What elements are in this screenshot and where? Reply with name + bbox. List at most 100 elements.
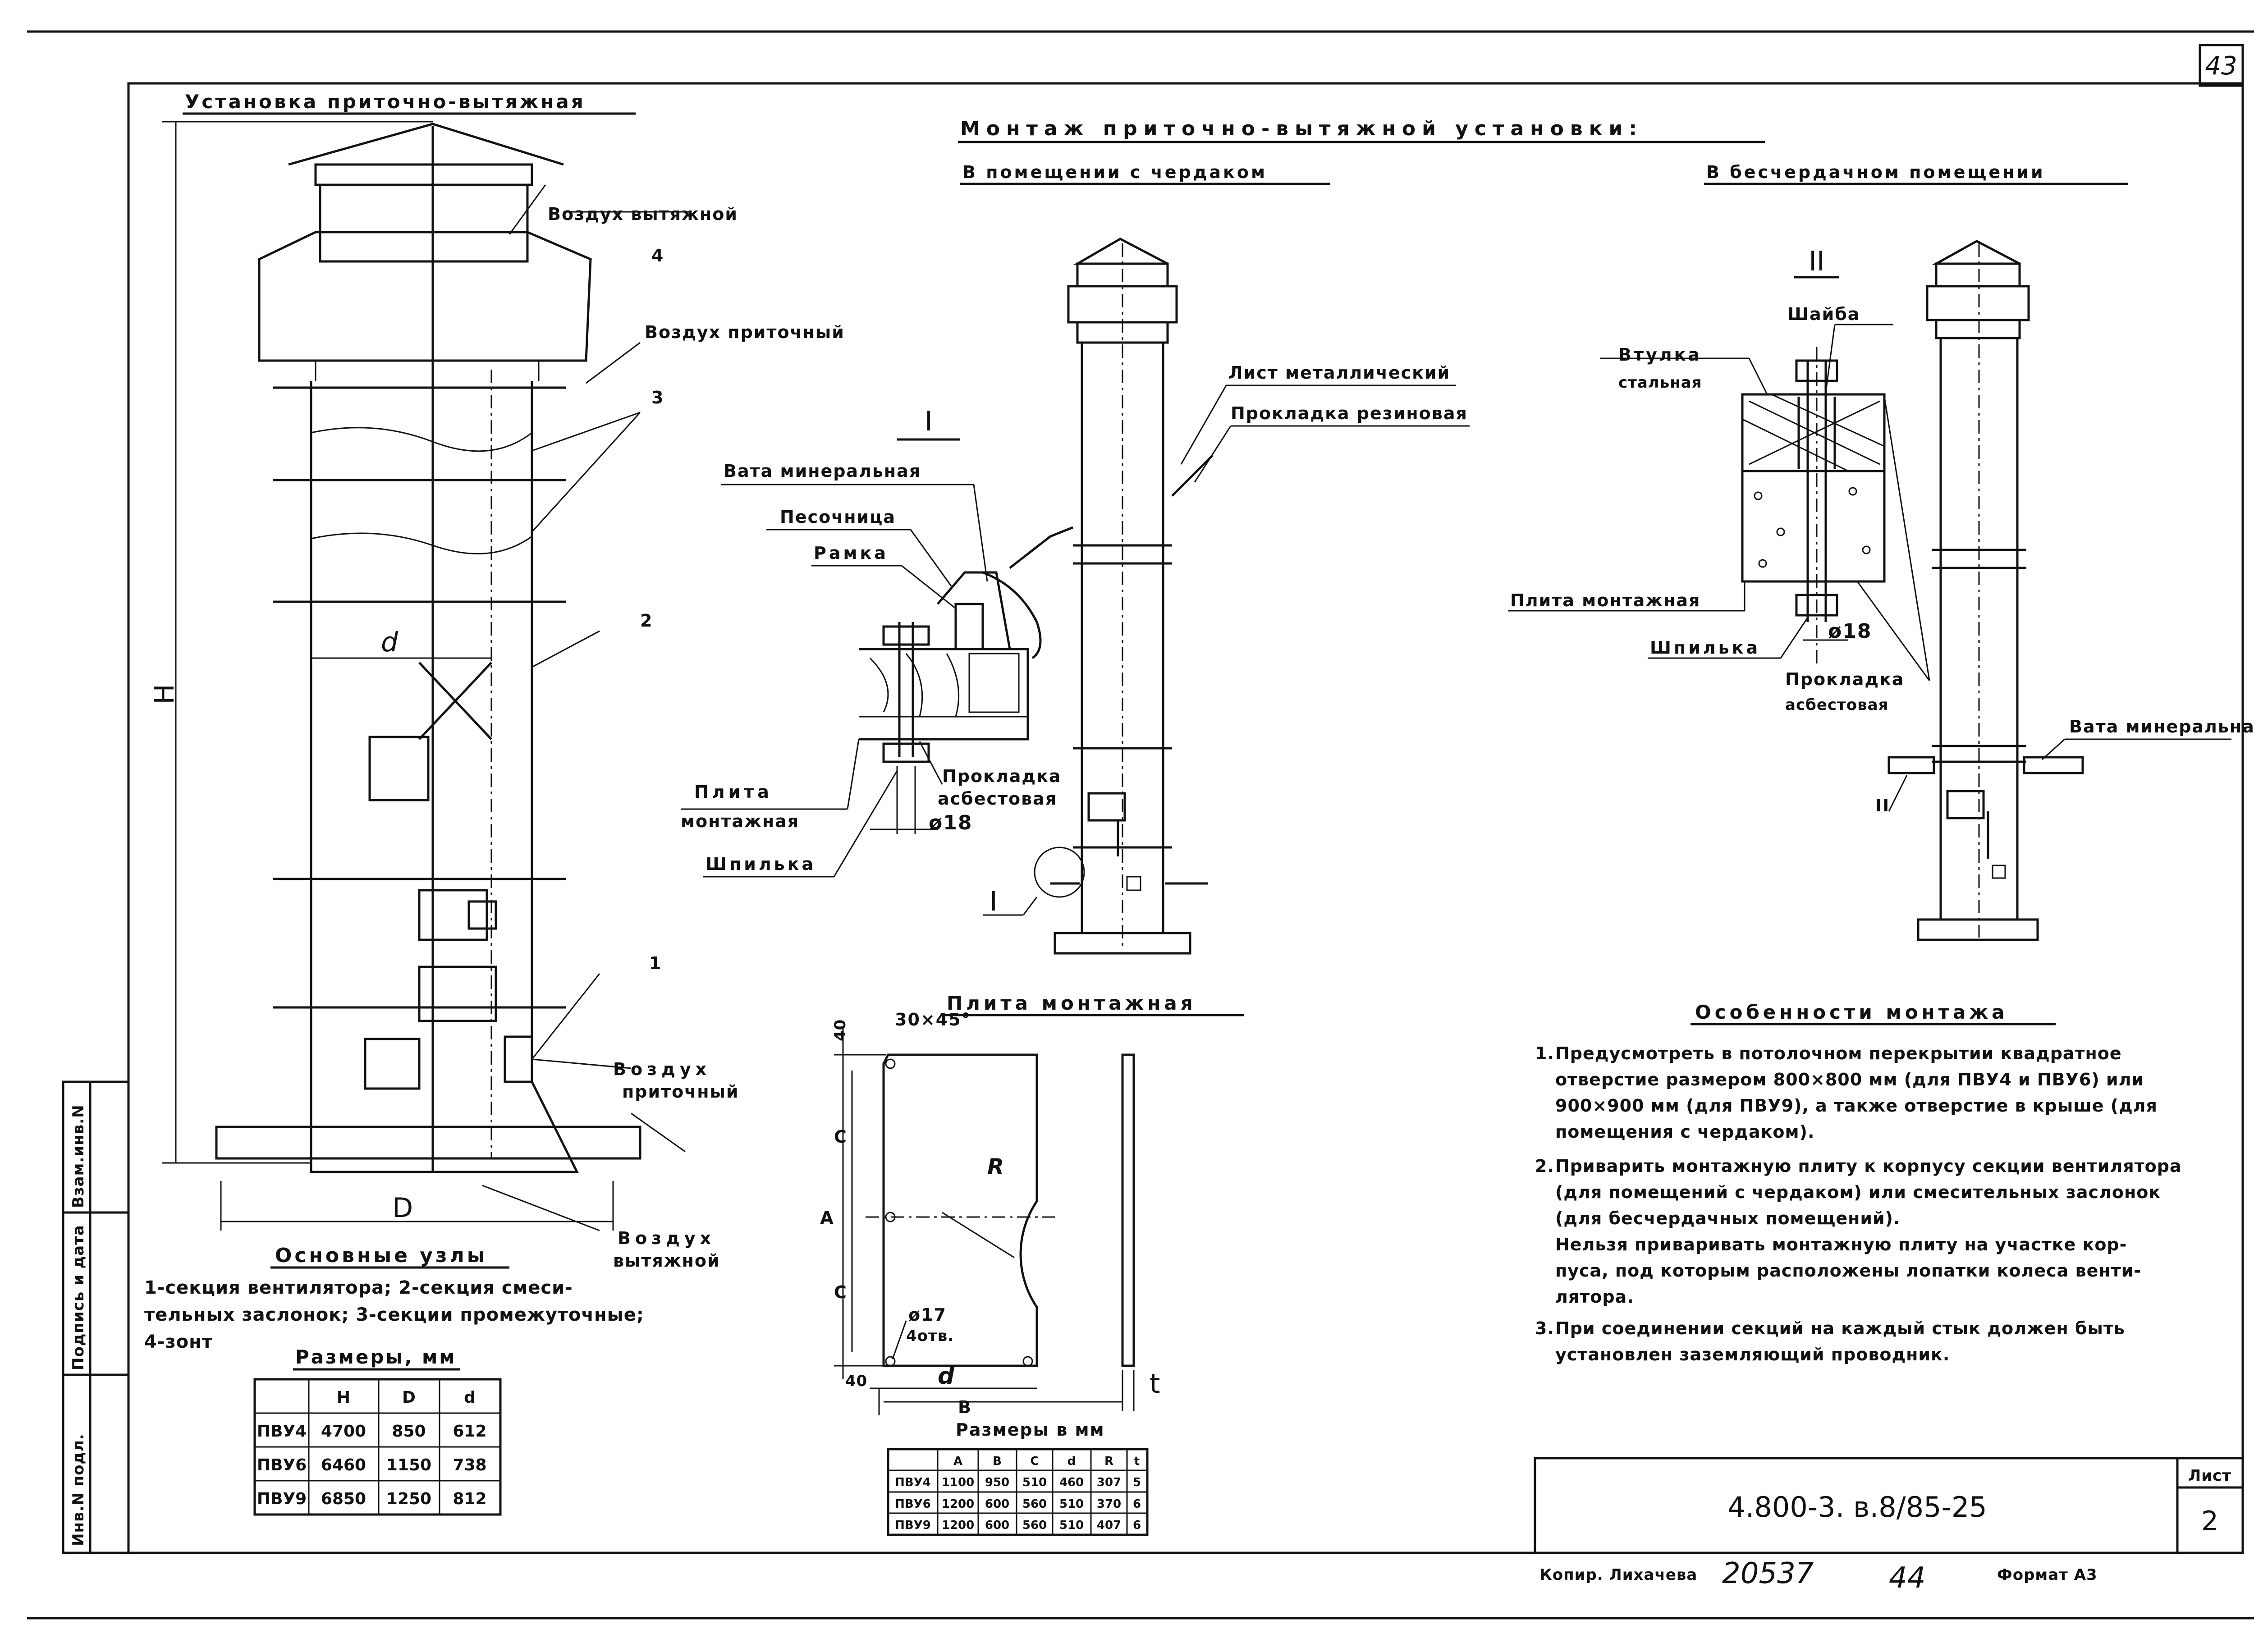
sizes-row2-model: ПВУ6 — [257, 1456, 307, 1474]
sizes-row3-model: ПВУ9 — [257, 1490, 307, 1508]
detail-II-mark: II — [1809, 246, 1824, 277]
plate-row1-C: 510 — [1022, 1476, 1047, 1489]
main-nodes-line-1: 1-секция вентилятора; 2-секция смеси- — [144, 1277, 573, 1298]
detail-I-gasket-1: Прокладка — [942, 766, 1062, 786]
sizes-row2-D: 1150 — [386, 1456, 431, 1474]
plate-header-A: A — [953, 1455, 962, 1468]
plate-dim-d: d — [938, 1363, 955, 1390]
note-2-line-4: Нельзя приваривать монтажную плиту на уч… — [1555, 1235, 2127, 1254]
callout-3: 3 — [651, 388, 664, 407]
note-1-line-4: помещения с чердаком). — [1555, 1122, 1814, 1142]
note-2-line-1: Приварить монтажную плиту к корпусу секц… — [1555, 1156, 2182, 1176]
note-2-number: 2. — [1535, 1156, 1554, 1176]
plate-row1-model: ПВУ4 — [895, 1476, 931, 1489]
mounting-without-attic-title: В бесчердачном помещении — [1706, 162, 2045, 182]
detail-I-gasket-2: асбестовая — [938, 789, 1057, 809]
label-air-supply-bottom-2: приточный — [622, 1082, 739, 1102]
sheet-frame — [27, 30, 2254, 1620]
note-1-number: 1. — [1535, 1043, 1554, 1063]
callout-4: 4 — [651, 246, 664, 265]
detail-II-diameter: ø18 — [1828, 620, 1872, 643]
stamp-replaced-inv: Взам.инв.N — [69, 1104, 87, 1208]
plate-dim-B: B — [958, 1397, 972, 1417]
plate-row2-d: 510 — [1059, 1497, 1084, 1511]
sizes-table-title: Размеры, мм — [295, 1346, 457, 1368]
plate-row2-C: 560 — [1022, 1497, 1047, 1511]
plate-header-d: d — [1067, 1455, 1076, 1468]
stamp-signature-date: Подпись и дата — [69, 1225, 87, 1370]
plate-row1-B: 950 — [985, 1476, 1009, 1489]
sizes-row2-d: 738 — [453, 1456, 486, 1474]
plate-dim-C-bottom: C — [834, 1282, 848, 1302]
plate-header-R: R — [1104, 1455, 1113, 1468]
detail-I-diameter: ø18 — [929, 811, 972, 834]
note-2-line-3: (для бесчердачных помещений). — [1555, 1208, 1900, 1228]
hand-number: 44 — [1889, 1561, 1925, 1595]
sizes-row3-H: 6850 — [321, 1490, 366, 1508]
plate-row1-t: 5 — [1133, 1476, 1141, 1489]
sizes-row3-D: 1250 — [386, 1490, 431, 1508]
callout-2: 2 — [640, 611, 653, 631]
detail-I-mark: I — [925, 406, 933, 437]
attic-rubber-gasket-label: Прокладка резиновая — [1231, 403, 1468, 423]
label-air-exhaust-top: Воздух вытяжной — [548, 204, 738, 224]
plate-row1-R: 307 — [1097, 1476, 1121, 1489]
plate-dim-40-top: 40 — [831, 1019, 849, 1041]
detail-II-gasket-1: Прокладка — [1785, 669, 1905, 689]
note-3-line-1: При соединении секций на каждый стык дол… — [1555, 1318, 2125, 1338]
note-3-number: 3. — [1535, 1318, 1554, 1338]
note-2-line-6: лятора. — [1555, 1287, 1634, 1307]
detail-I-plate-1: Плита — [694, 782, 773, 802]
plate-table — [887, 1448, 1149, 1536]
detail-II-bushing-1: Втулка — [1618, 345, 1702, 365]
notes-title: Особенности монтажа — [1695, 1001, 2008, 1023]
label-air-exhaust-bottom-2: вытяжной — [613, 1251, 720, 1271]
main-nodes-line-3: 4-зонт — [144, 1332, 213, 1352]
plate-row2-A: 1200 — [942, 1497, 974, 1511]
dimension-d: d — [381, 627, 399, 658]
sizes-row1-model: ПВУ4 — [257, 1422, 307, 1441]
detail-I-mineral-wool: Вата минеральная — [724, 461, 921, 481]
plate-dim-C-top: C — [834, 1127, 848, 1147]
dimension-H: H — [149, 684, 180, 704]
label-air-supply-bottom-1: Воздух — [613, 1059, 711, 1079]
plate-table-title: Размеры в мм — [956, 1420, 1105, 1440]
note-1-line-1: Предусмотреть в потолочном перекрытии кв… — [1555, 1043, 2122, 1063]
plate-row3-A: 1200 — [942, 1519, 974, 1532]
plate-row2-B: 600 — [985, 1497, 1009, 1511]
plate-chamfer: 30×45° — [895, 1010, 971, 1030]
detail-I-frame: Рамка — [814, 543, 889, 563]
note-2-line-2: (для помещений с чердаком) или смеситель… — [1555, 1182, 2161, 1202]
plate-row3-R: 407 — [1097, 1519, 1121, 1532]
sheet-number: 2 — [2201, 1506, 2218, 1537]
sizes-row1-D: 850 — [392, 1422, 426, 1441]
mounting-with-attic-title: В помещении с чердаком — [962, 162, 1267, 182]
sheet-label: Лист — [2188, 1467, 2231, 1485]
detail-II-plate: Плита монтажная — [1510, 590, 1700, 610]
detail-II-drawing — [1508, 324, 1930, 681]
detail-II-bushing-2: стальная — [1618, 374, 1702, 392]
plate-dim-R: R — [987, 1154, 1005, 1180]
detail-I-plate-2: монтажная — [681, 811, 799, 831]
plate-row2-t: 6 — [1133, 1497, 1141, 1511]
plate-row1-A: 1100 — [942, 1476, 974, 1489]
attic-metal-sheet-label: Лист металлический — [1228, 363, 1450, 383]
main-nodes-line-2: тельных заслонок; 3-секции промежуточные… — [144, 1304, 644, 1325]
plate-row3-model: ПВУ9 — [895, 1519, 931, 1532]
stamp-number: 20537 — [1722, 1557, 1814, 1590]
plate-row2-model: ПВУ6 — [895, 1497, 931, 1511]
sizes-row3-d: 812 — [453, 1490, 486, 1508]
plate-row3-C: 560 — [1022, 1519, 1047, 1532]
detail-I-stud: Шпилька — [706, 854, 816, 874]
note-3-line-2: установлен заземляющий проводник. — [1555, 1345, 1950, 1364]
note-1-line-2: отверстие размером 800×800 мм (для ПВУ4 … — [1555, 1070, 2144, 1089]
stamp-inv-number: Инв.N подл. — [69, 1433, 87, 1546]
plate-dim-t: t — [1150, 1368, 1160, 1400]
sizes-header-d: d — [464, 1388, 476, 1407]
roof-unit-drawing — [1887, 240, 2231, 941]
sizes-row1-d: 612 — [453, 1422, 486, 1441]
attic-unit-drawing — [1009, 238, 1470, 955]
plate-dim-40-bottom: 40 — [845, 1372, 867, 1390]
detail-II-gasket-2: асбестовая — [1785, 696, 1888, 714]
